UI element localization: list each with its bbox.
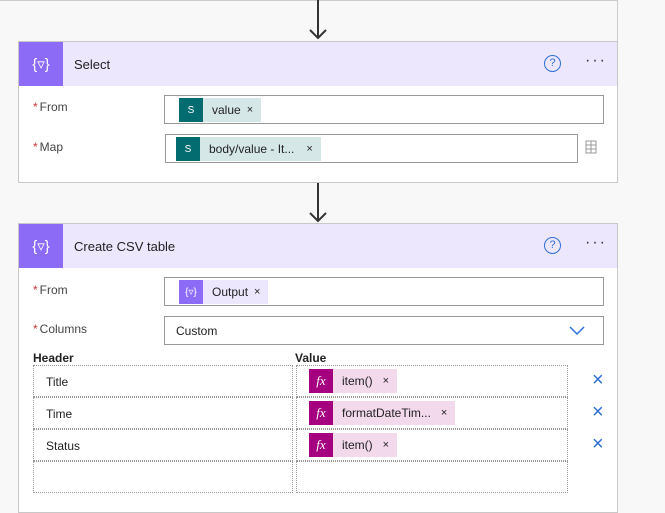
header-cell[interactable]: Title — [33, 365, 293, 397]
sharepoint-icon: S — [176, 137, 200, 161]
columns-selected-value: Custom — [176, 324, 218, 338]
remove-token-icon[interactable]: × — [382, 439, 390, 451]
remove-token-icon[interactable]: × — [254, 286, 261, 298]
table-mode-icon[interactable] — [584, 138, 598, 154]
header-cell[interactable]: Time — [33, 397, 293, 429]
select-card-header[interactable]: {▿} Select ? ··· — [19, 42, 617, 86]
expression-token[interactable]: fx formatDateTim... × — [309, 401, 456, 425]
remove-token-icon[interactable]: × — [306, 143, 313, 155]
remove-row-button[interactable]: × — [592, 433, 604, 455]
fx-icon: fx — [309, 433, 333, 457]
previous-card-border — [617, 0, 618, 41]
data-operation-icon: {▿} — [19, 42, 63, 86]
chevron-down-icon — [569, 326, 585, 336]
expression-token[interactable]: fx item() × — [309, 369, 398, 393]
header-text: Title — [46, 375, 69, 389]
columns-dropdown[interactable]: Custom — [164, 316, 604, 345]
header-text: Status — [46, 439, 81, 453]
header-column-title: Header — [33, 351, 74, 365]
dynamic-token[interactable]: {▿} Output × — [179, 280, 269, 304]
card-title: Create CSV table — [74, 238, 176, 254]
from-label: *From — [33, 100, 68, 114]
csv-card-header[interactable]: {▿} Create CSV table ? ··· — [19, 224, 617, 268]
more-options-icon[interactable]: ··· — [585, 234, 607, 251]
token-label: item() — [342, 438, 373, 452]
value-cell[interactable] — [296, 461, 568, 493]
data-operation-icon: {▿} — [179, 280, 203, 304]
map-label: *Map — [33, 140, 64, 154]
create-csv-table-card: {▿} Create CSV table ? ··· *From {▿} Outp… — [18, 223, 618, 513]
header-text: Time — [46, 407, 73, 421]
expression-token[interactable]: fx item() × — [309, 433, 398, 457]
columns-label: *Columns — [33, 322, 88, 336]
help-icon[interactable]: ? — [544, 55, 561, 72]
header-cell[interactable] — [33, 461, 293, 493]
remove-token-icon[interactable]: × — [382, 375, 390, 387]
card-title: Select — [74, 56, 111, 72]
token-label: value — [212, 103, 241, 117]
remove-row-button[interactable]: × — [592, 369, 604, 391]
sharepoint-icon: S — [179, 98, 203, 122]
token-label: body/value - It... — [209, 142, 295, 156]
from-input[interactable]: {▿} Output × — [164, 277, 604, 306]
flow-arrow-icon — [309, 0, 327, 40]
value-cell[interactable]: fx item() × — [296, 365, 568, 397]
value-cell[interactable]: fx item() × — [296, 429, 568, 461]
token-label: item() — [342, 374, 373, 388]
token-label: Output — [212, 285, 249, 299]
header-cell[interactable]: Status — [33, 429, 293, 461]
fx-icon: fx — [309, 369, 333, 393]
remove-row-button[interactable]: × — [592, 401, 604, 423]
previous-card-border — [0, 0, 617, 1]
remove-token-icon[interactable]: × — [440, 407, 448, 419]
flow-arrow-icon — [309, 183, 327, 223]
data-operation-icon: {▿} — [19, 224, 63, 268]
help-icon[interactable]: ? — [544, 237, 561, 254]
remove-token-icon[interactable]: × — [246, 104, 254, 116]
value-column-title: Value — [295, 351, 327, 365]
from-label: *From — [33, 283, 68, 297]
value-cell[interactable]: fx formatDateTim... × — [296, 397, 568, 429]
fx-icon: fx — [309, 401, 333, 425]
more-options-icon[interactable]: ··· — [585, 52, 607, 69]
token-label: formatDateTim... — [342, 406, 431, 420]
